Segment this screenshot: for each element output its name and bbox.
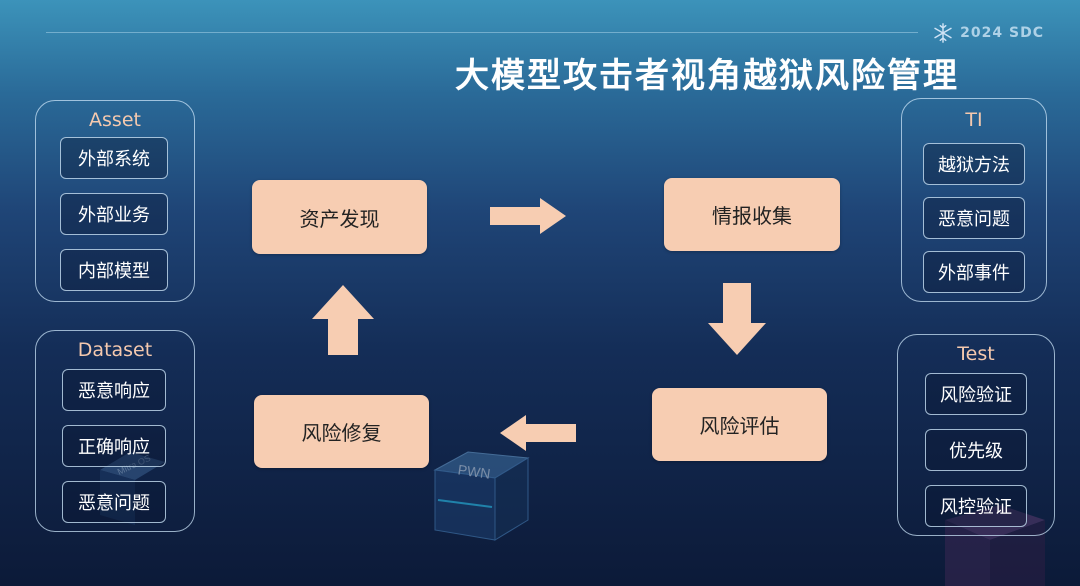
test-panel-label: Test	[957, 343, 995, 365]
ti-panel-label: TI	[965, 109, 983, 131]
header-divider	[46, 32, 918, 33]
dataset-item-malicious-response: 恶意响应	[62, 369, 166, 411]
node-intel-collection: 情报收集	[664, 178, 840, 251]
arrow-left	[500, 415, 576, 451]
ti-item-malicious-questions: 恶意问题	[923, 197, 1025, 239]
cube-label: PWN	[457, 461, 492, 481]
asset-panel: Asset 外部系统 外部业务 内部模型	[35, 100, 195, 302]
ti-item-external-events: 外部事件	[923, 251, 1025, 293]
corner-cube	[945, 505, 1045, 586]
dataset-panel-label: Dataset	[77, 339, 153, 361]
node-risk-assessment: 风险评估	[652, 388, 827, 461]
node-risk-remediation: 风险修复	[254, 395, 429, 468]
pwn-cube	[433, 451, 530, 541]
test-panel: Test 风险验证 优先级 风控验证	[897, 334, 1055, 536]
snowflake-icon	[934, 23, 952, 43]
arrow-up	[312, 285, 374, 355]
brand-text: 2024 SDC	[960, 25, 1044, 41]
asset-item-internal-model: 内部模型	[60, 249, 168, 291]
node-asset-discovery: 资产发现	[252, 180, 427, 254]
ti-item-jailbreak-methods: 越狱方法	[923, 143, 1025, 185]
asset-panel-label: Asset	[89, 109, 141, 131]
test-item-risk-verification: 风险验证	[925, 373, 1027, 415]
dataset-item-malicious-question: 恶意问题	[62, 481, 166, 523]
test-item-priority: 优先级	[925, 429, 1027, 471]
ti-panel: TI 越狱方法 恶意问题 外部事件	[901, 98, 1047, 302]
asset-item-external-business: 外部业务	[60, 193, 168, 235]
arrow-right	[490, 198, 566, 234]
dataset-item-correct-response: 正确响应	[62, 425, 166, 467]
page-title: 大模型攻击者视角越狱风险管理	[455, 56, 959, 96]
brand: 2024 SDC	[932, 22, 1044, 44]
test-item-risk-control-verification: 风控验证	[925, 485, 1027, 527]
arrow-down	[708, 283, 766, 355]
dataset-panel: Dataset 恶意响应 正确响应 恶意问题	[35, 330, 195, 532]
asset-item-external-system: 外部系统	[60, 137, 168, 179]
